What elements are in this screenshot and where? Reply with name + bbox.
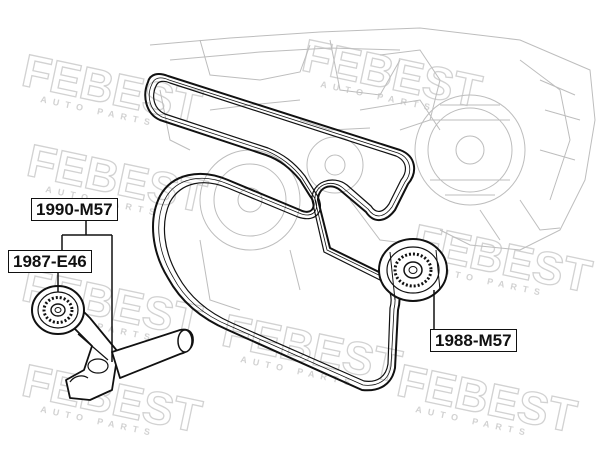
serpentine-belt-icon	[144, 73, 416, 392]
tensioner-pulley-icon	[31, 285, 194, 401]
part-label-belt-tensioner-assembly: 1990-M57	[31, 198, 118, 221]
engine-block-icon	[149, 27, 596, 311]
part-label-tensioner-pulley: 1987-E46	[8, 250, 92, 273]
idler-pulley-icon	[378, 238, 448, 302]
part-label-idler-pulley: 1988-M57	[430, 329, 517, 352]
leader-lines	[57, 220, 435, 362]
